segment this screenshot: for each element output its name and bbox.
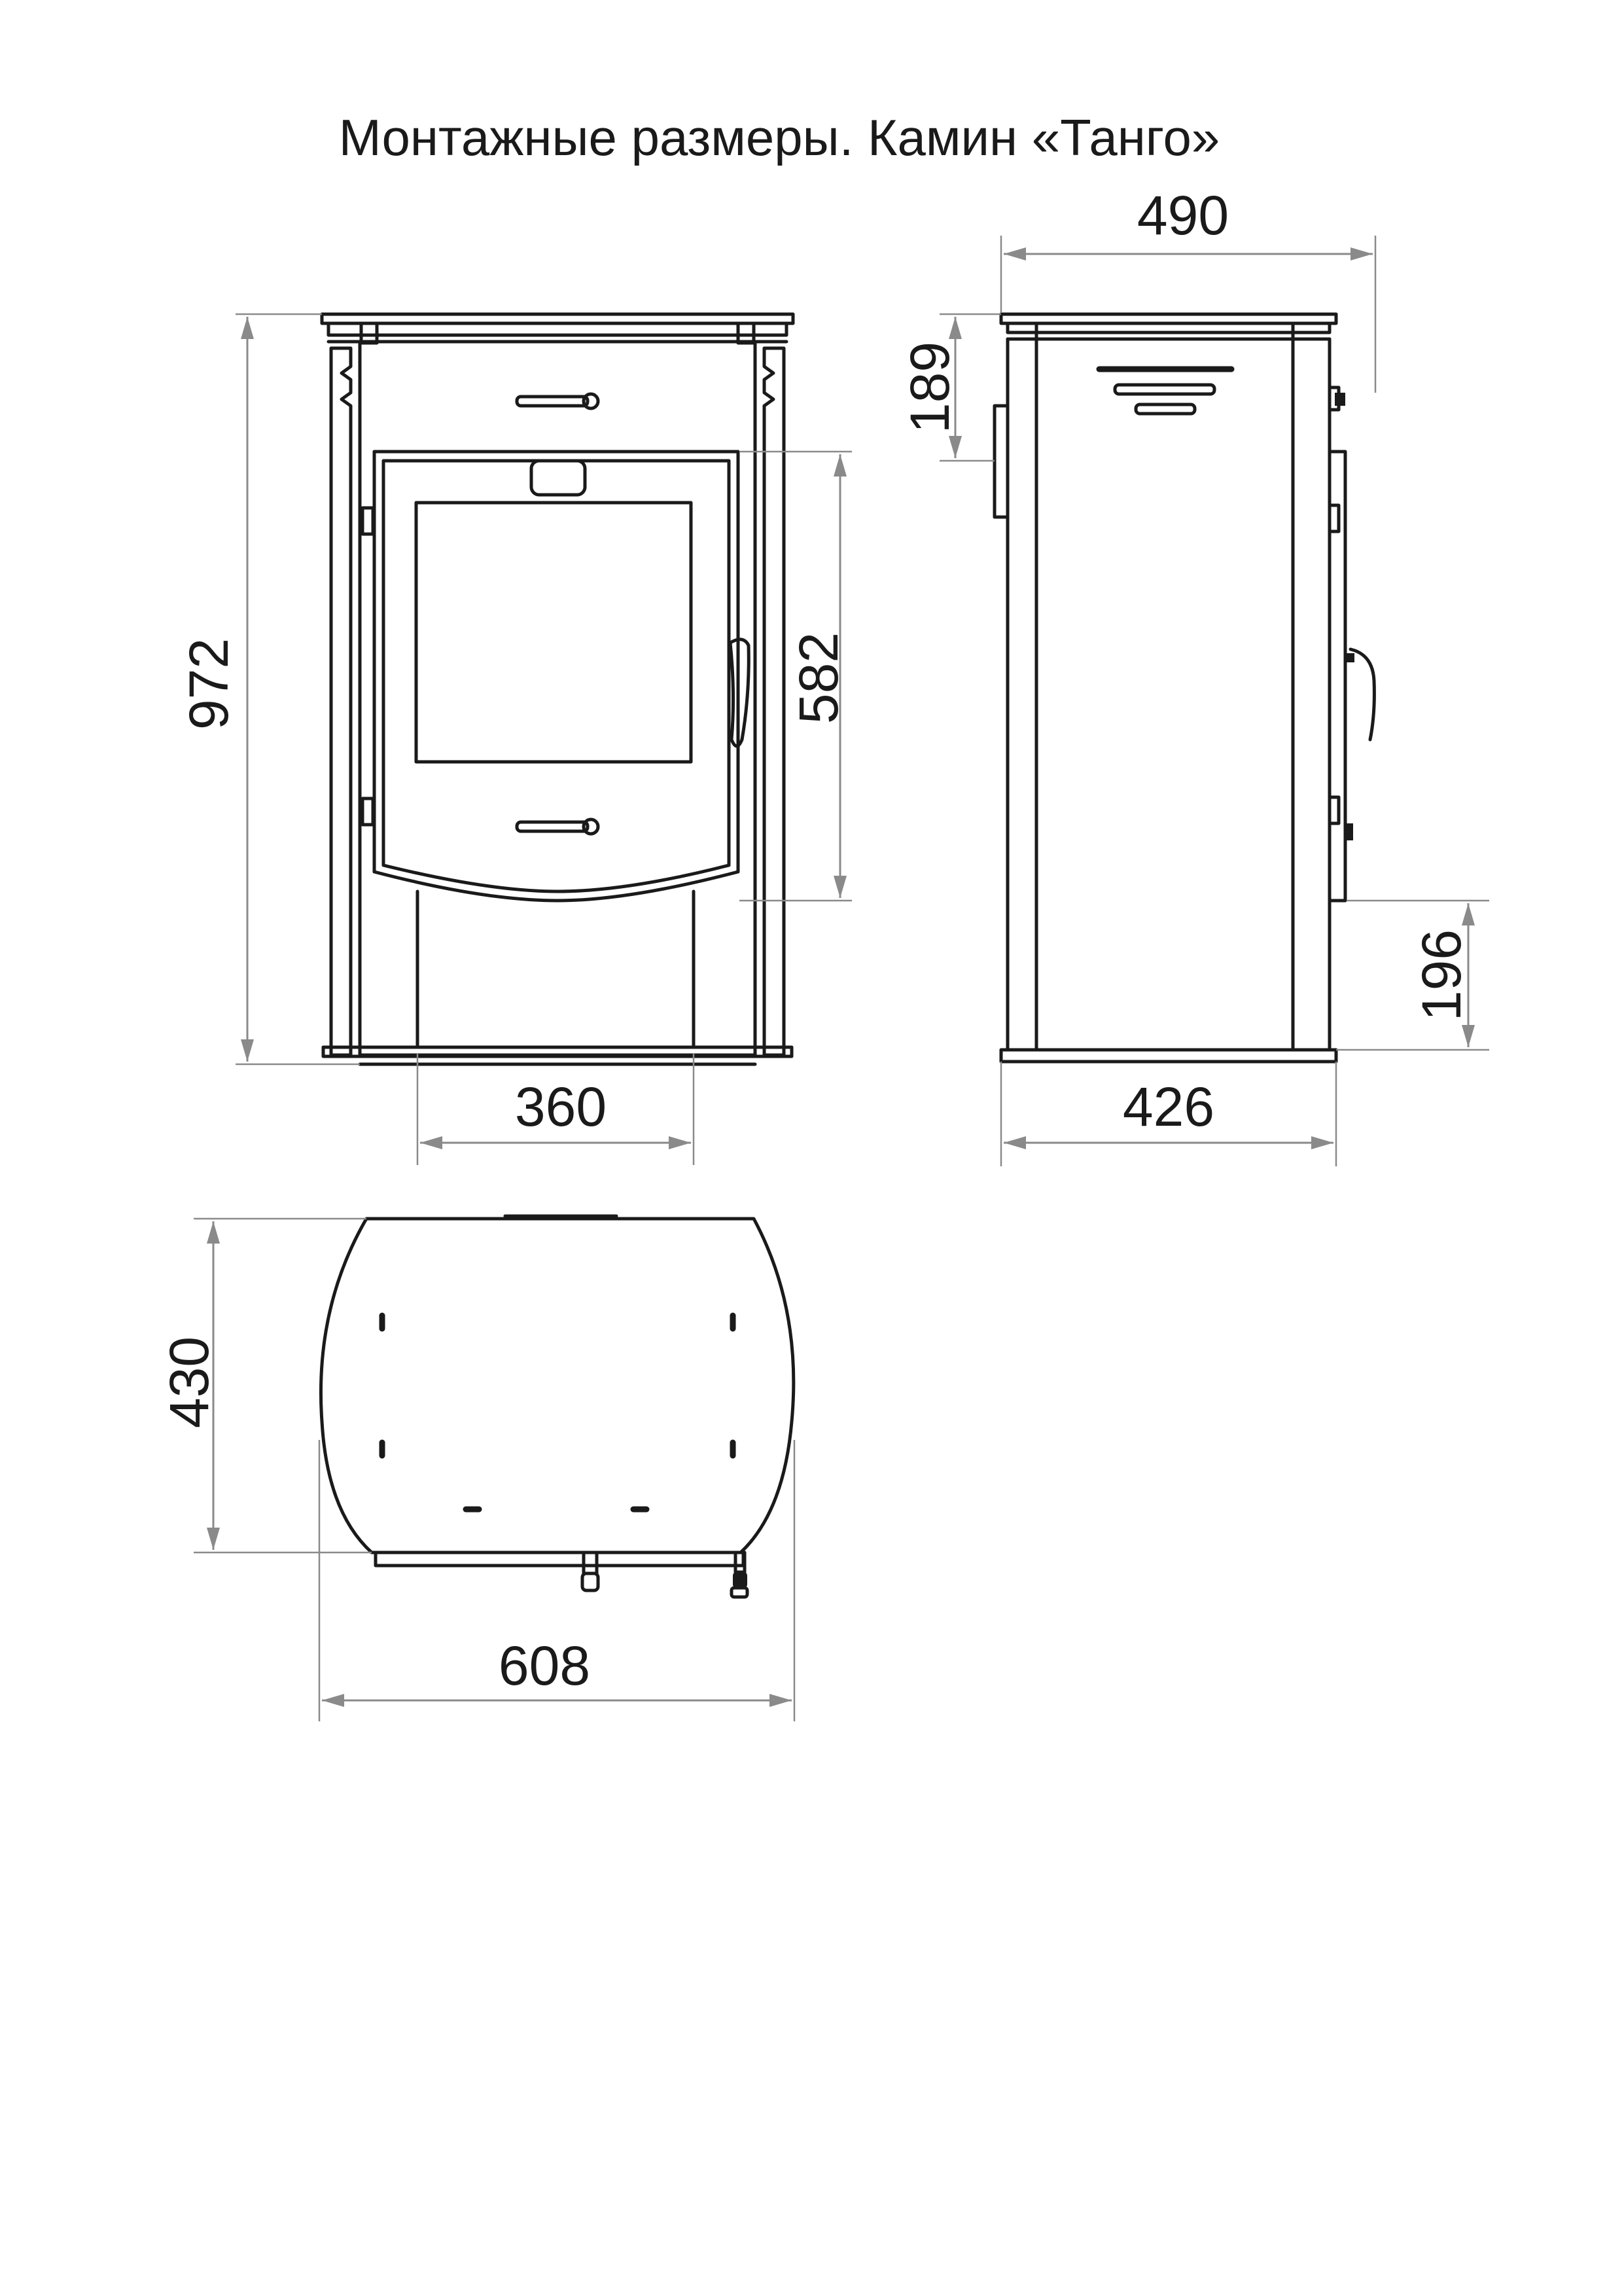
front-right-side-panel xyxy=(762,346,786,1057)
side-body xyxy=(1006,337,1332,1052)
side-base xyxy=(999,1048,1338,1064)
door-logo-plate xyxy=(529,459,587,497)
lower-air-regulator xyxy=(515,817,600,836)
front-top-plate-lower xyxy=(327,321,788,337)
side-door-profile xyxy=(1328,450,1347,903)
dimension-label-582: 582 xyxy=(788,632,849,724)
door-hinge-bottom xyxy=(361,797,375,827)
dimension-label-972: 972 xyxy=(178,638,239,730)
door-hinge-top xyxy=(361,506,375,536)
front-left-side-panel xyxy=(329,346,353,1057)
side-door-handle xyxy=(1349,647,1376,742)
door-handle xyxy=(728,637,750,748)
drawing-title: Монтажные размеры. Камин «Танго» xyxy=(339,109,1220,166)
dimension-196: 196 xyxy=(1336,899,1489,1051)
side-vent-slots xyxy=(1096,366,1235,416)
front-body xyxy=(358,340,757,1057)
dimension-582: 582 xyxy=(739,450,852,902)
side-view: 490 189 196 426 xyxy=(899,185,1489,1166)
dimension-972: 972 xyxy=(178,313,360,1066)
dimension-label-360: 360 xyxy=(515,1076,607,1138)
mounting-holes xyxy=(379,1312,736,1513)
dimension-label-189: 189 xyxy=(899,342,961,433)
dimension-label-608: 608 xyxy=(499,1635,590,1696)
top-regulator-knobs xyxy=(580,1551,749,1599)
top-outline xyxy=(319,1217,796,1554)
dimension-430: 430 xyxy=(158,1217,372,1554)
front-view: 972 582 360 xyxy=(178,312,852,1165)
side-rear-spigot xyxy=(993,404,1010,519)
fire-door xyxy=(372,450,740,903)
dimension-490: 490 xyxy=(1000,185,1377,393)
top-view: 430 608 xyxy=(158,1214,796,1721)
upper-air-regulator xyxy=(515,392,600,410)
dimension-label-426: 426 xyxy=(1123,1076,1214,1138)
door-glass xyxy=(414,501,693,764)
dimension-189: 189 xyxy=(899,313,1001,462)
dimension-426: 426 xyxy=(1000,1062,1337,1166)
dimension-label-196: 196 xyxy=(1411,929,1472,1021)
dimension-label-490: 490 xyxy=(1137,185,1229,246)
dimension-360: 360 xyxy=(416,1054,695,1165)
dimension-608: 608 xyxy=(318,1440,796,1721)
dimension-label-430: 430 xyxy=(158,1336,220,1428)
